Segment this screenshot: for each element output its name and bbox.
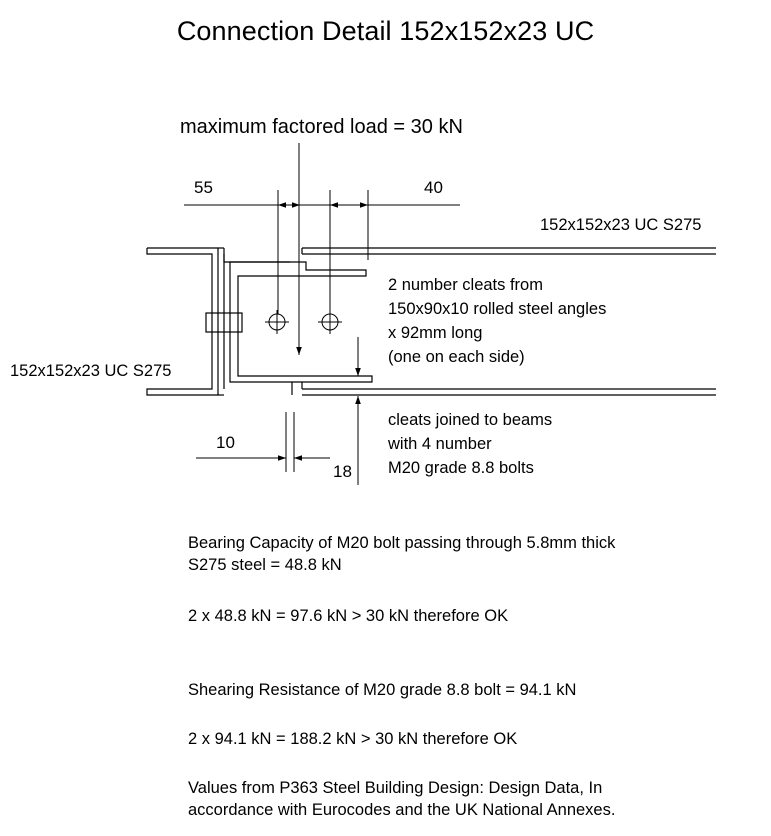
cleat-angle: [205, 261, 373, 383]
shear-resistance-note: Shearing Resistance of M20 grade 8.8 bol…: [188, 681, 577, 699]
cleat-line-1: 2 number cleats from: [388, 276, 543, 294]
reference-line-1: Values from P363 Steel Building Design: …: [188, 779, 603, 797]
load-label: maximum factored load = 30 kN: [180, 116, 463, 138]
cleat-line-4: (one on each side): [388, 348, 525, 366]
drawing-title: Connection Detail 152x152x23 UC: [176, 16, 595, 46]
bolt-description: cleats joined to beams with 4 number M20…: [387, 411, 552, 477]
dimension-depth: 18: [333, 462, 352, 481]
gap-dimension: 10: [196, 412, 330, 472]
bearing-check: 2 x 48.8 kN = 97.6 kN > 30 kN therefore …: [188, 607, 509, 625]
dimension-gap: 10: [216, 433, 235, 452]
column-label: 152x152x23 UC S275: [10, 362, 171, 380]
bearing-capacity-note: Bearing Capacity of M20 bolt passing thr…: [188, 532, 763, 576]
bolt-line-3: M20 grade 8.8 bolts: [388, 459, 534, 477]
cleat-line-3: x 92mm long: [388, 324, 482, 342]
bearing-line-2: S275 steel = 48.8 kN: [188, 556, 342, 574]
bearing-line-1: Bearing Capacity of M20 bolt passing thr…: [188, 534, 616, 552]
cleat-description: 2 number cleats from 150x90x10 rolled st…: [388, 276, 606, 366]
bolt-head: [205, 312, 243, 333]
top-dimension: 55 40: [184, 178, 460, 314]
dimension-right-edge: 40: [424, 178, 443, 197]
dimension-left-edge: 55: [194, 178, 213, 197]
beam-section: [223, 247, 716, 396]
column-section: [146, 247, 225, 396]
cleat-line-2: 150x90x10 rolled steel angles: [388, 300, 606, 318]
bolt-line-1: cleats joined to beams: [388, 411, 552, 429]
reference-note: Values from P363 Steel Building Design: …: [188, 777, 763, 821]
reference-line-2: accordance with Eurocodes and the UK Nat…: [188, 801, 616, 819]
shear-check: 2 x 94.1 kN = 188.2 kN > 30 kN therefore…: [188, 730, 518, 748]
bolt-line-2: with 4 number: [387, 435, 492, 453]
bolt-hole-left: [265, 310, 289, 334]
beam-label: 152x152x23 UC S275: [540, 216, 701, 234]
